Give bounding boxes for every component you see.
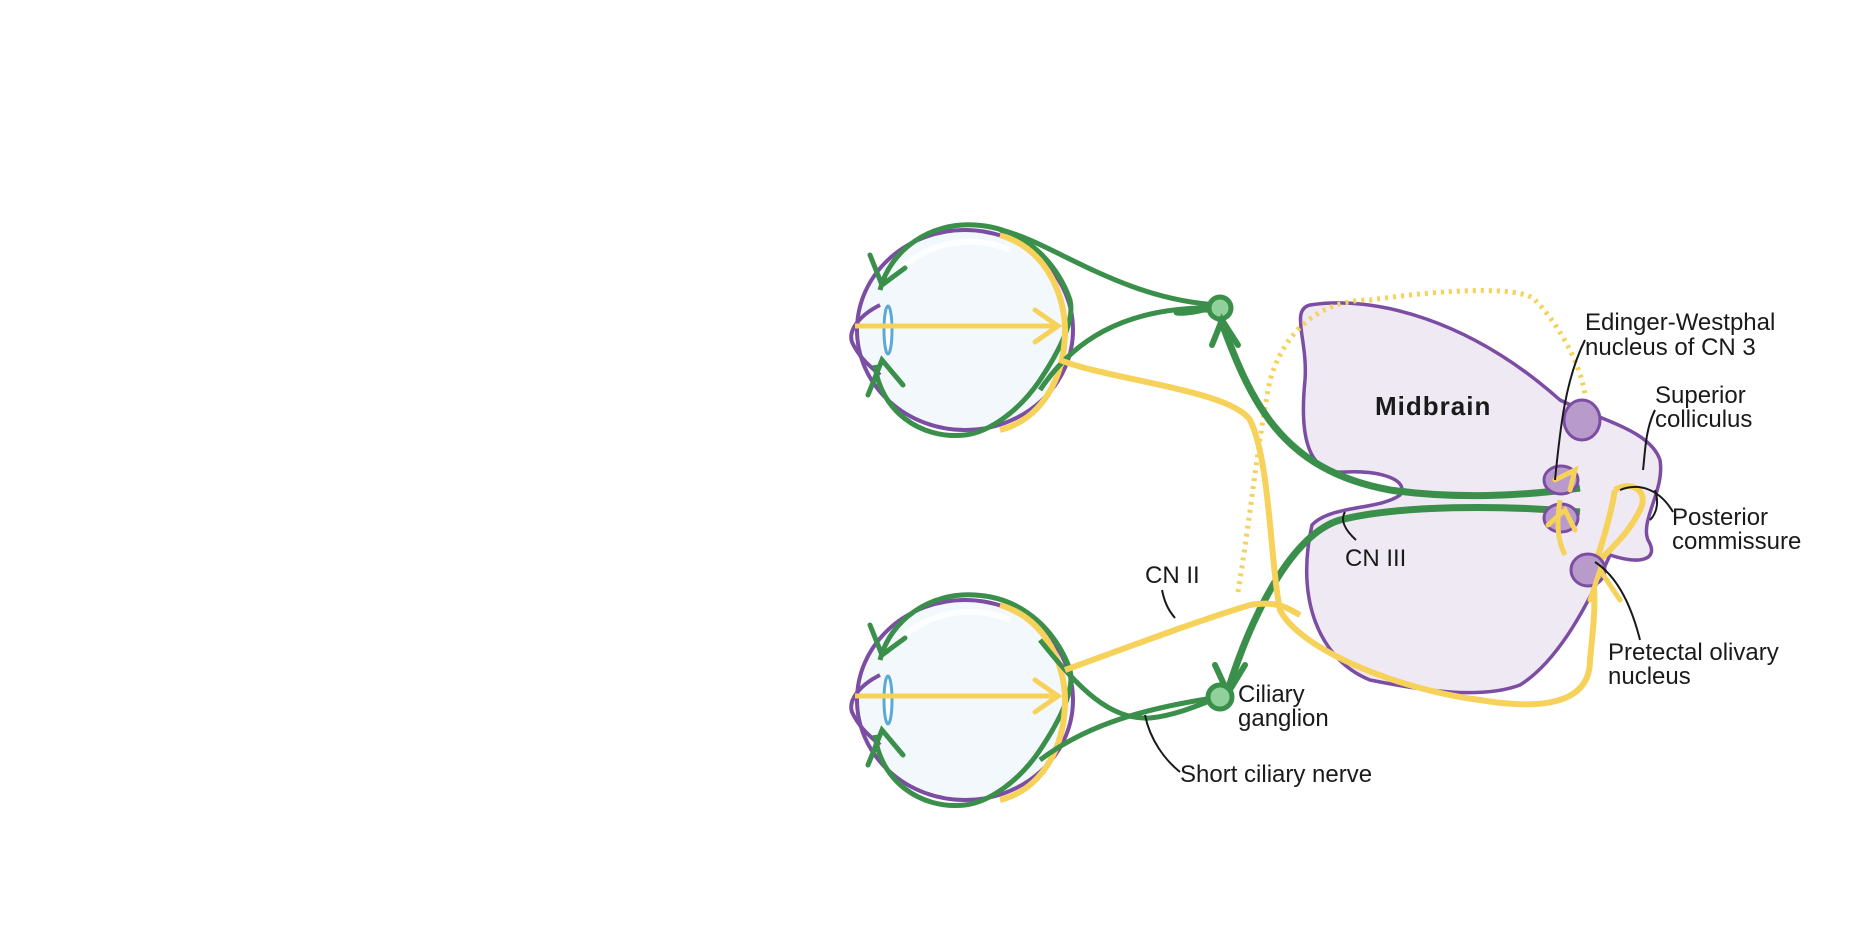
posterior-commissure-label-1: Posterior [1672,504,1768,531]
cn3-bottom [1224,504,1581,692]
edinger-westphal-label-2: nucleus of CN 3 [1585,334,1756,361]
leader-cn3 [1342,511,1357,541]
cn3-label: CN III [1345,545,1406,572]
leader-posterior-commissure [1619,486,1674,521]
cn3-top [1216,316,1581,500]
pretectal-olivary-label-2: nucleus [1608,663,1691,690]
leader-pretectal-olivary [1594,561,1641,641]
superior-colliculus-label-2: colliculus [1655,406,1752,433]
leader-short-ciliary-nerve [1144,714,1181,773]
midbrain-label: Midbrain [1375,391,1491,421]
cn2-top [1058,357,1598,708]
leader-edinger-westphal [1554,339,1586,481]
eye-top [849,222,1075,439]
eye-bottom [849,592,1075,809]
posterior-commissure-label-2: commissure [1672,528,1801,555]
short-ciliary-nerve-label: Short ciliary nerve [1180,761,1372,788]
short-ciliary-nerve [1038,638,1221,721]
pretectal-olivary-label-1: Pretectal olivary [1608,639,1779,666]
ciliary-ganglion-label-2: ganglion [1238,705,1329,732]
superior-colliculus-label-1: Superior [1655,382,1746,409]
leader-cn2 [1161,589,1176,619]
ciliary-ganglion-label-1: Ciliary [1238,681,1305,708]
cn2-label: CN II [1145,562,1200,589]
superior-colliculus-nucleus [1562,398,1602,442]
ciliary-ganglion [1205,682,1235,712]
green-fiber-top [999,227,1221,316]
cn2-bottom [1063,600,1302,673]
leader-superior-colliculus [1642,409,1656,471]
ciliary-ganglion-top [1206,294,1234,322]
edinger-westphal-label-1: Edinger-Westphal [1585,309,1775,336]
